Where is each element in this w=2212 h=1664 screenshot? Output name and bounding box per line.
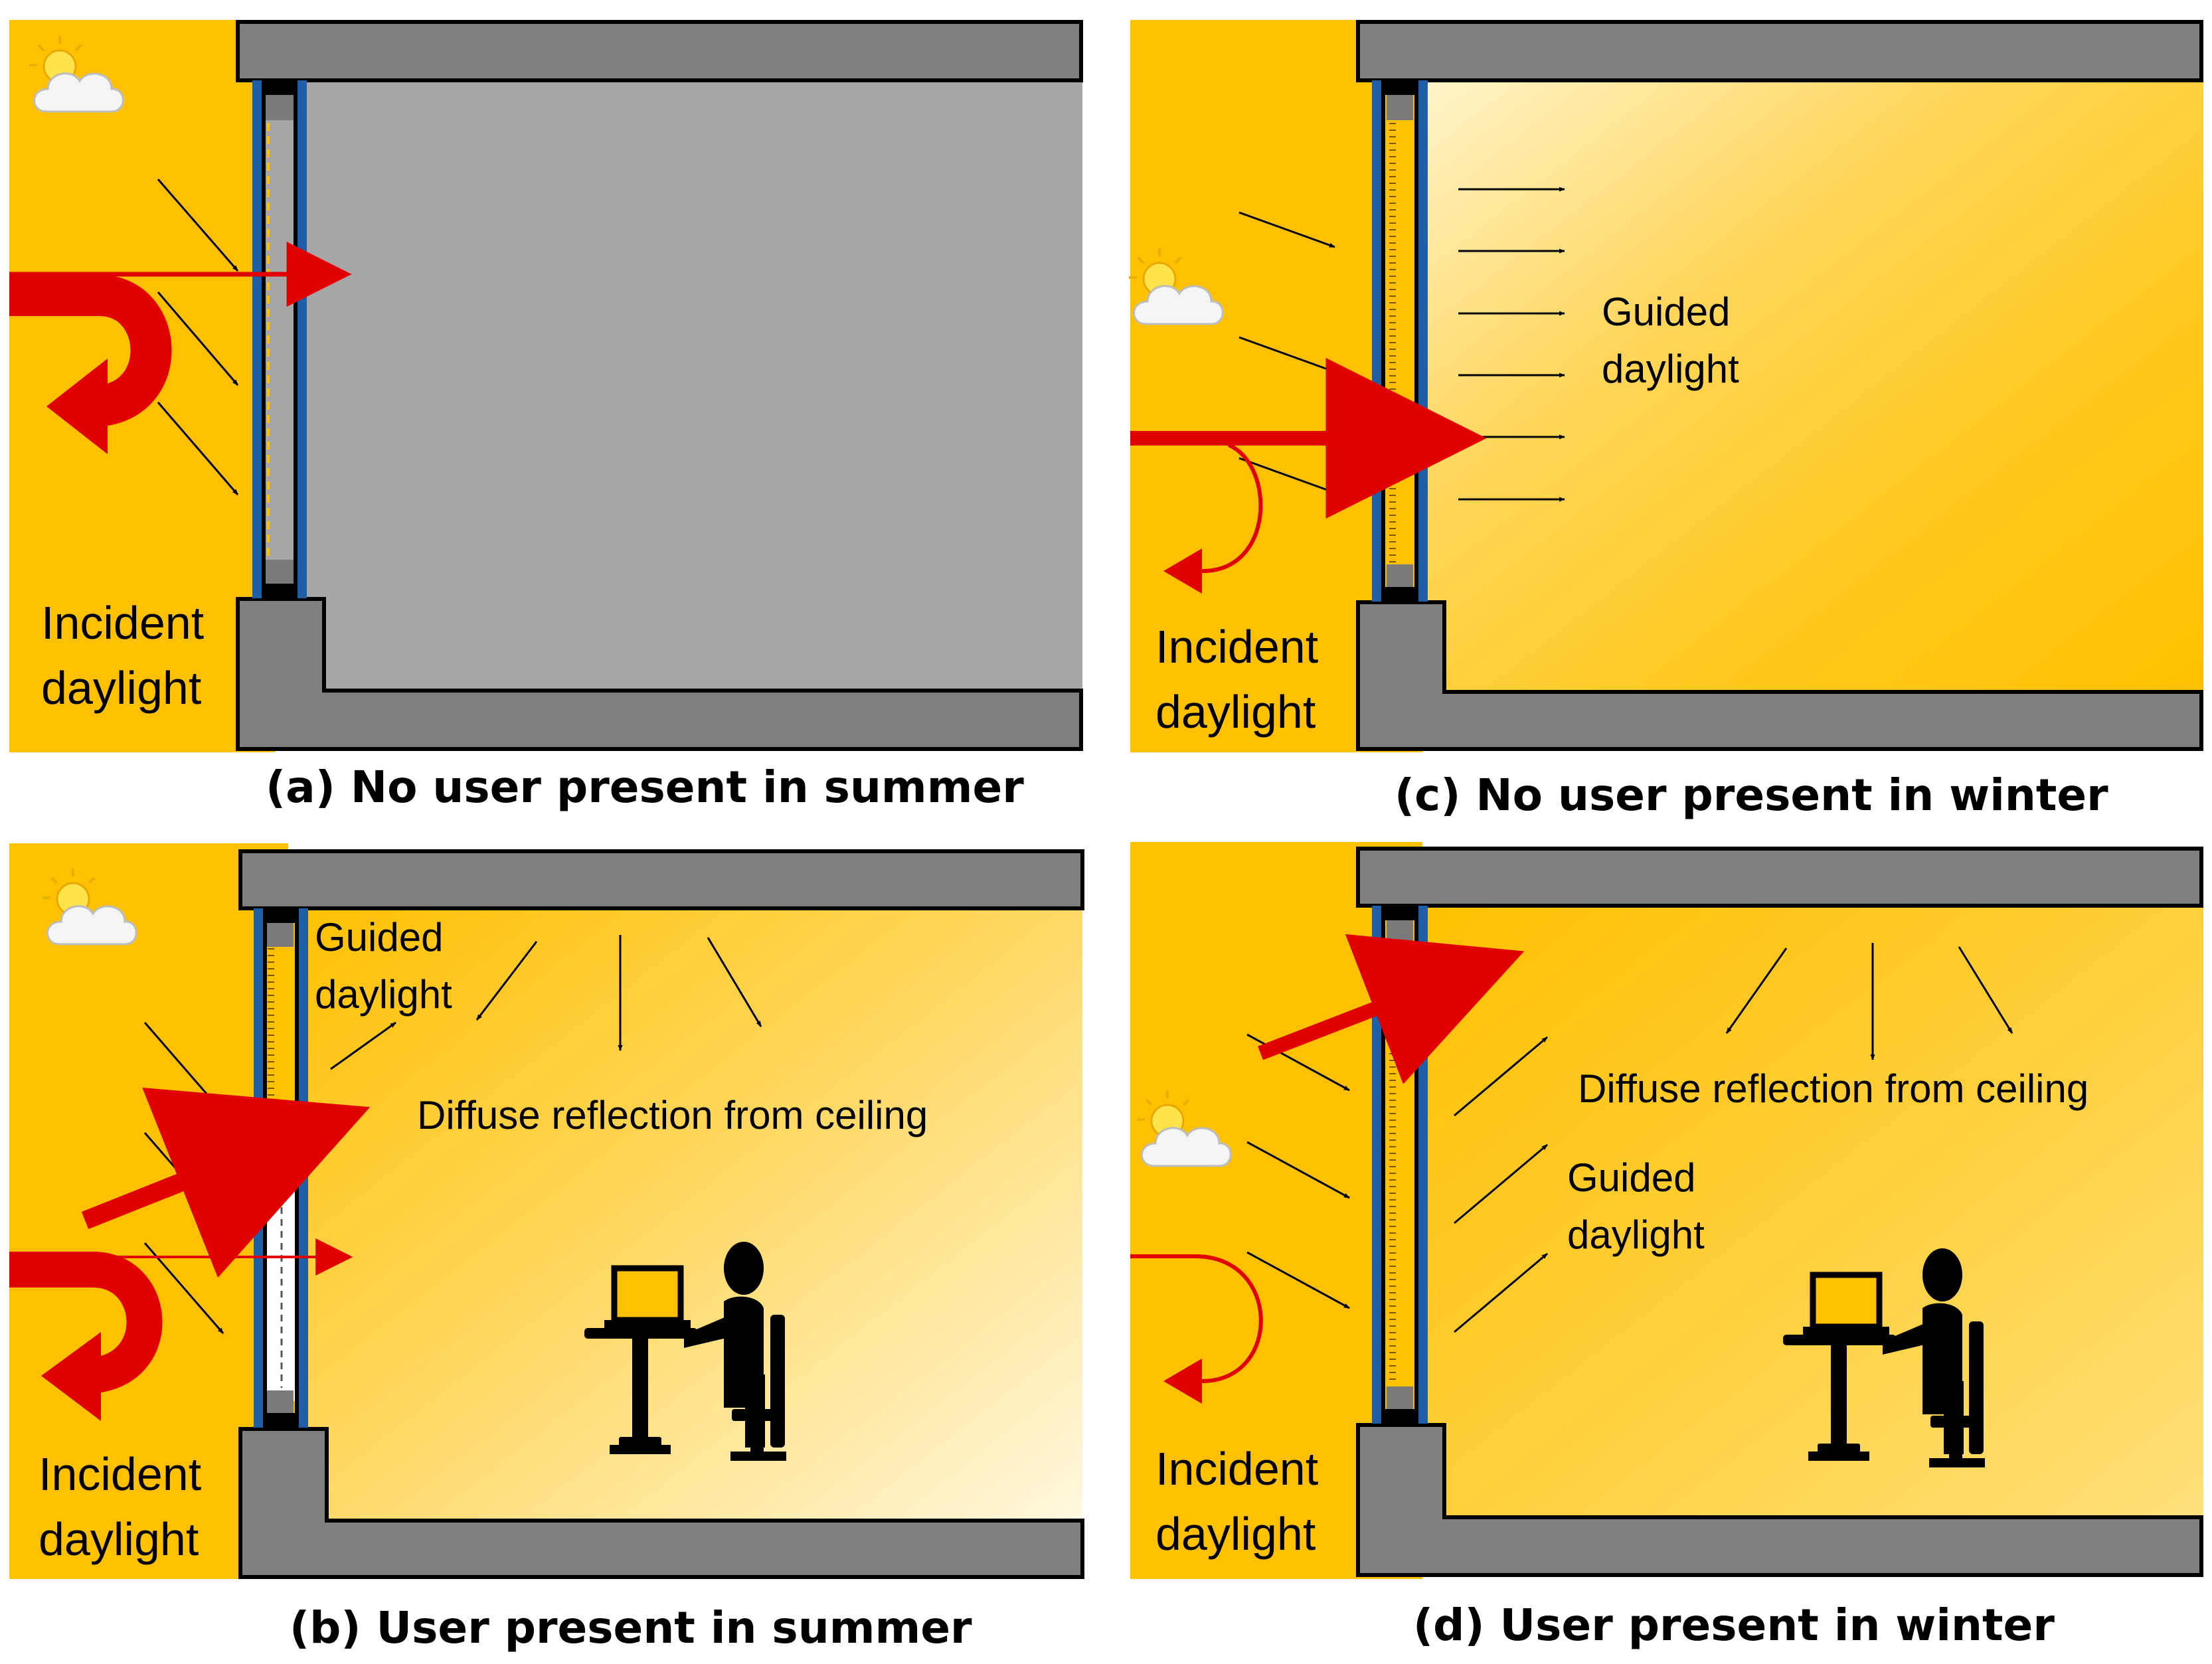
incident-ray [1246, 1251, 1350, 1309]
floor-slab [236, 597, 1083, 751]
incident-ray [1246, 1141, 1350, 1199]
diffuse-ray [1958, 946, 2013, 1034]
incident-ray [1238, 457, 1335, 494]
reflected-heat-arrowhead [1163, 1359, 1202, 1404]
incident-daylight-label: daylight [41, 662, 201, 714]
ceiling-slab [1356, 847, 2203, 908]
incident-daylight-label: daylight [1155, 1508, 1316, 1560]
reflected-heat-arrow [9, 275, 172, 427]
ceiling-slab [236, 20, 1083, 82]
reflected-heat-arrowhead [46, 359, 108, 454]
guided-daylight-label: Guided [1567, 1155, 1695, 1200]
diffuse-ray [1725, 948, 1788, 1034]
incident-ray [157, 402, 239, 495]
window-assembly [1372, 906, 1428, 1424]
incident-ray [1238, 211, 1335, 248]
panel-c: Guided daylight Incident daylight (c) No… [1128, 20, 2203, 821]
ceiling-slab [1356, 20, 2203, 82]
reflected-heat-arrowhead [1163, 548, 1202, 594]
room-interior-dark [296, 80, 1082, 691]
reflected-heat-arrow [9, 1252, 163, 1394]
incident-ray [157, 179, 239, 272]
diffuse-reflection-label: Diffuse reflection from ceiling [417, 1093, 928, 1137]
panel-b: Guided daylight Diffuse reflection from … [9, 843, 1084, 1653]
incident-daylight-label: daylight [1155, 686, 1316, 738]
guided-ray [1454, 1143, 1548, 1224]
diffuse-reflection-label: Diffuse reflection from ceiling [1578, 1066, 2088, 1111]
room-interior-lit [296, 906, 1082, 1521]
room-interior-lit [1421, 905, 2203, 1517]
caption-d: (d) User present in winter [1413, 1600, 2055, 1651]
incident-ray [1246, 1033, 1350, 1092]
room-interior-lit [1421, 80, 2203, 691]
redirected-heat-arrow [1258, 934, 1525, 1084]
incident-daylight-label: daylight [39, 1513, 199, 1565]
incident-daylight-label: Incident [1155, 621, 1318, 673]
panel-a: Incident daylight (a) No user present in… [9, 20, 1083, 813]
incident-daylight-label: Incident [41, 597, 204, 649]
reflected-heat-arrowhead [41, 1332, 101, 1421]
incident-daylight-label: Incident [39, 1448, 201, 1500]
guided-ray [330, 1021, 396, 1070]
guided-daylight-label: daylight [1602, 347, 1739, 391]
diffuse-ray [475, 941, 538, 1021]
floor-slab [1356, 600, 2203, 751]
ceiling-slab [238, 849, 1084, 910]
diffuse-ray [707, 937, 762, 1027]
reflected-heat-arrow [1201, 443, 1263, 573]
caption-a: (a) No user present in summer [266, 762, 1024, 813]
guided-daylight-label: daylight [1567, 1212, 1705, 1257]
reflected-heat-arrow [1130, 1254, 1263, 1383]
incident-ray [1238, 336, 1335, 373]
window-assembly [1372, 80, 1428, 602]
incident-ray [157, 291, 239, 386]
incident-daylight-label: Incident [1155, 1443, 1318, 1495]
floor-slab [238, 1427, 1084, 1579]
caption-b: (b) User present in summer [290, 1602, 972, 1653]
redirected-heat-arrow [81, 1087, 371, 1278]
panel-d: Diffuse reflection from ceiling Guided d… [1130, 842, 2203, 1651]
guided-daylight-label: Guided [1602, 290, 1730, 334]
caption-c: (c) No user present in winter [1395, 770, 2108, 821]
window-assembly [254, 908, 308, 1428]
guided-ray [1454, 1252, 1548, 1333]
floor-slab [1356, 1423, 2203, 1577]
guided-daylight-label: Guided [315, 915, 443, 959]
window-assembly [252, 80, 307, 598]
guided-daylight-label: daylight [315, 972, 452, 1017]
